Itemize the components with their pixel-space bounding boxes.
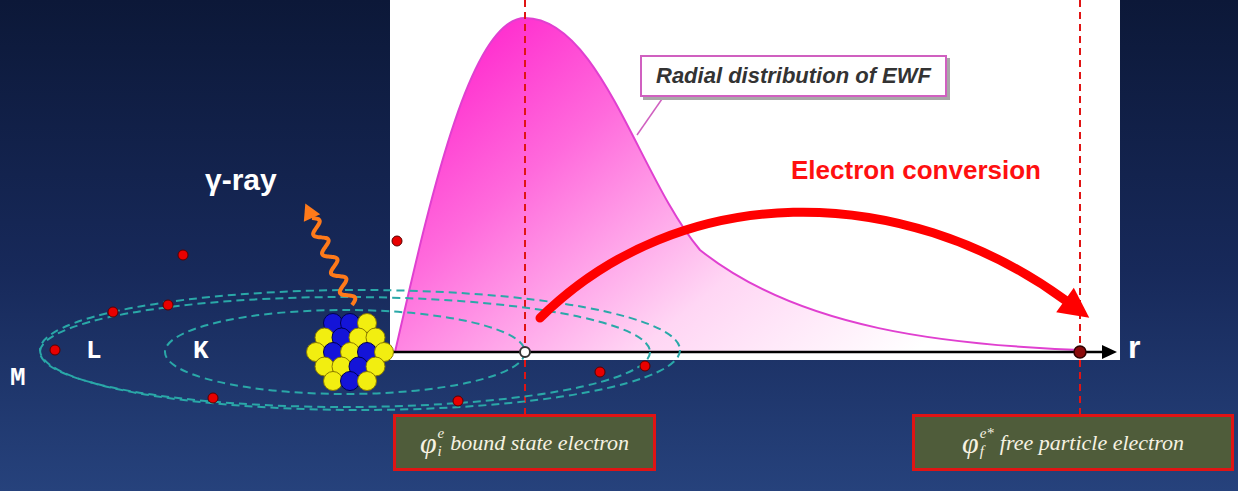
gamma-wave-line xyxy=(312,218,355,305)
state-box: φeibound state electron xyxy=(393,414,656,471)
electron-dot xyxy=(392,236,402,246)
index-stack: ei xyxy=(438,426,445,459)
subscript: f xyxy=(980,444,994,459)
axis-label: r xyxy=(1128,330,1140,365)
index-stack: e* f xyxy=(980,426,994,459)
electrons xyxy=(50,236,650,406)
superscript: e xyxy=(438,426,445,441)
conversion-arrowhead xyxy=(1056,288,1089,318)
state-box: φe* f free particle electron xyxy=(912,414,1234,471)
axis-arrowhead xyxy=(1102,345,1117,359)
electron-dot xyxy=(50,345,60,355)
shell-label: K xyxy=(193,337,209,366)
proton xyxy=(324,372,343,391)
leader-line xyxy=(637,99,662,135)
gamma-wave xyxy=(304,203,355,305)
process-label: Electron conversion xyxy=(788,156,1044,185)
l-orbit xyxy=(40,297,650,407)
wavefunction-symbol: φ xyxy=(420,428,437,458)
m-orbit xyxy=(40,290,680,410)
conversion-arrow xyxy=(540,212,1065,318)
neutron xyxy=(341,372,360,391)
nucleus xyxy=(307,314,394,391)
bound-point xyxy=(520,347,530,357)
electron-dot xyxy=(208,393,218,403)
gamma-arrowhead xyxy=(304,203,320,221)
subscript: i xyxy=(438,444,445,459)
free-point xyxy=(1074,346,1086,358)
state-label: free particle electron xyxy=(1000,430,1184,456)
electron-dot xyxy=(595,367,605,377)
shell-label: M xyxy=(10,364,26,393)
wavefunction-symbol: φ xyxy=(962,428,979,458)
distribution-curve xyxy=(395,18,1080,352)
state-label: bound state electron xyxy=(450,430,629,456)
k-orbit xyxy=(165,310,525,394)
distribution-fill xyxy=(395,18,1080,352)
r-axis xyxy=(390,351,1104,354)
electron-dot xyxy=(178,250,188,260)
shell-label: L xyxy=(86,337,102,366)
plot-panel xyxy=(390,0,1120,360)
arrowheads xyxy=(1056,288,1089,318)
electron-dot xyxy=(453,396,463,406)
superscript: e* xyxy=(980,426,994,441)
text-group: φe* f free particle electron xyxy=(962,426,1184,459)
text-group: Radial distribution of EWF xyxy=(656,63,931,89)
text-group: φeibound state electron xyxy=(420,426,629,459)
callout-box: Radial distribution of EWF xyxy=(640,55,947,97)
proton xyxy=(358,372,377,391)
gamma-ray-label: γ-ray xyxy=(205,163,277,196)
electron-dot xyxy=(163,300,173,310)
electron-dot xyxy=(108,307,118,317)
box-label: Radial distribution of EWF xyxy=(656,63,931,89)
electron-dot xyxy=(640,361,650,371)
